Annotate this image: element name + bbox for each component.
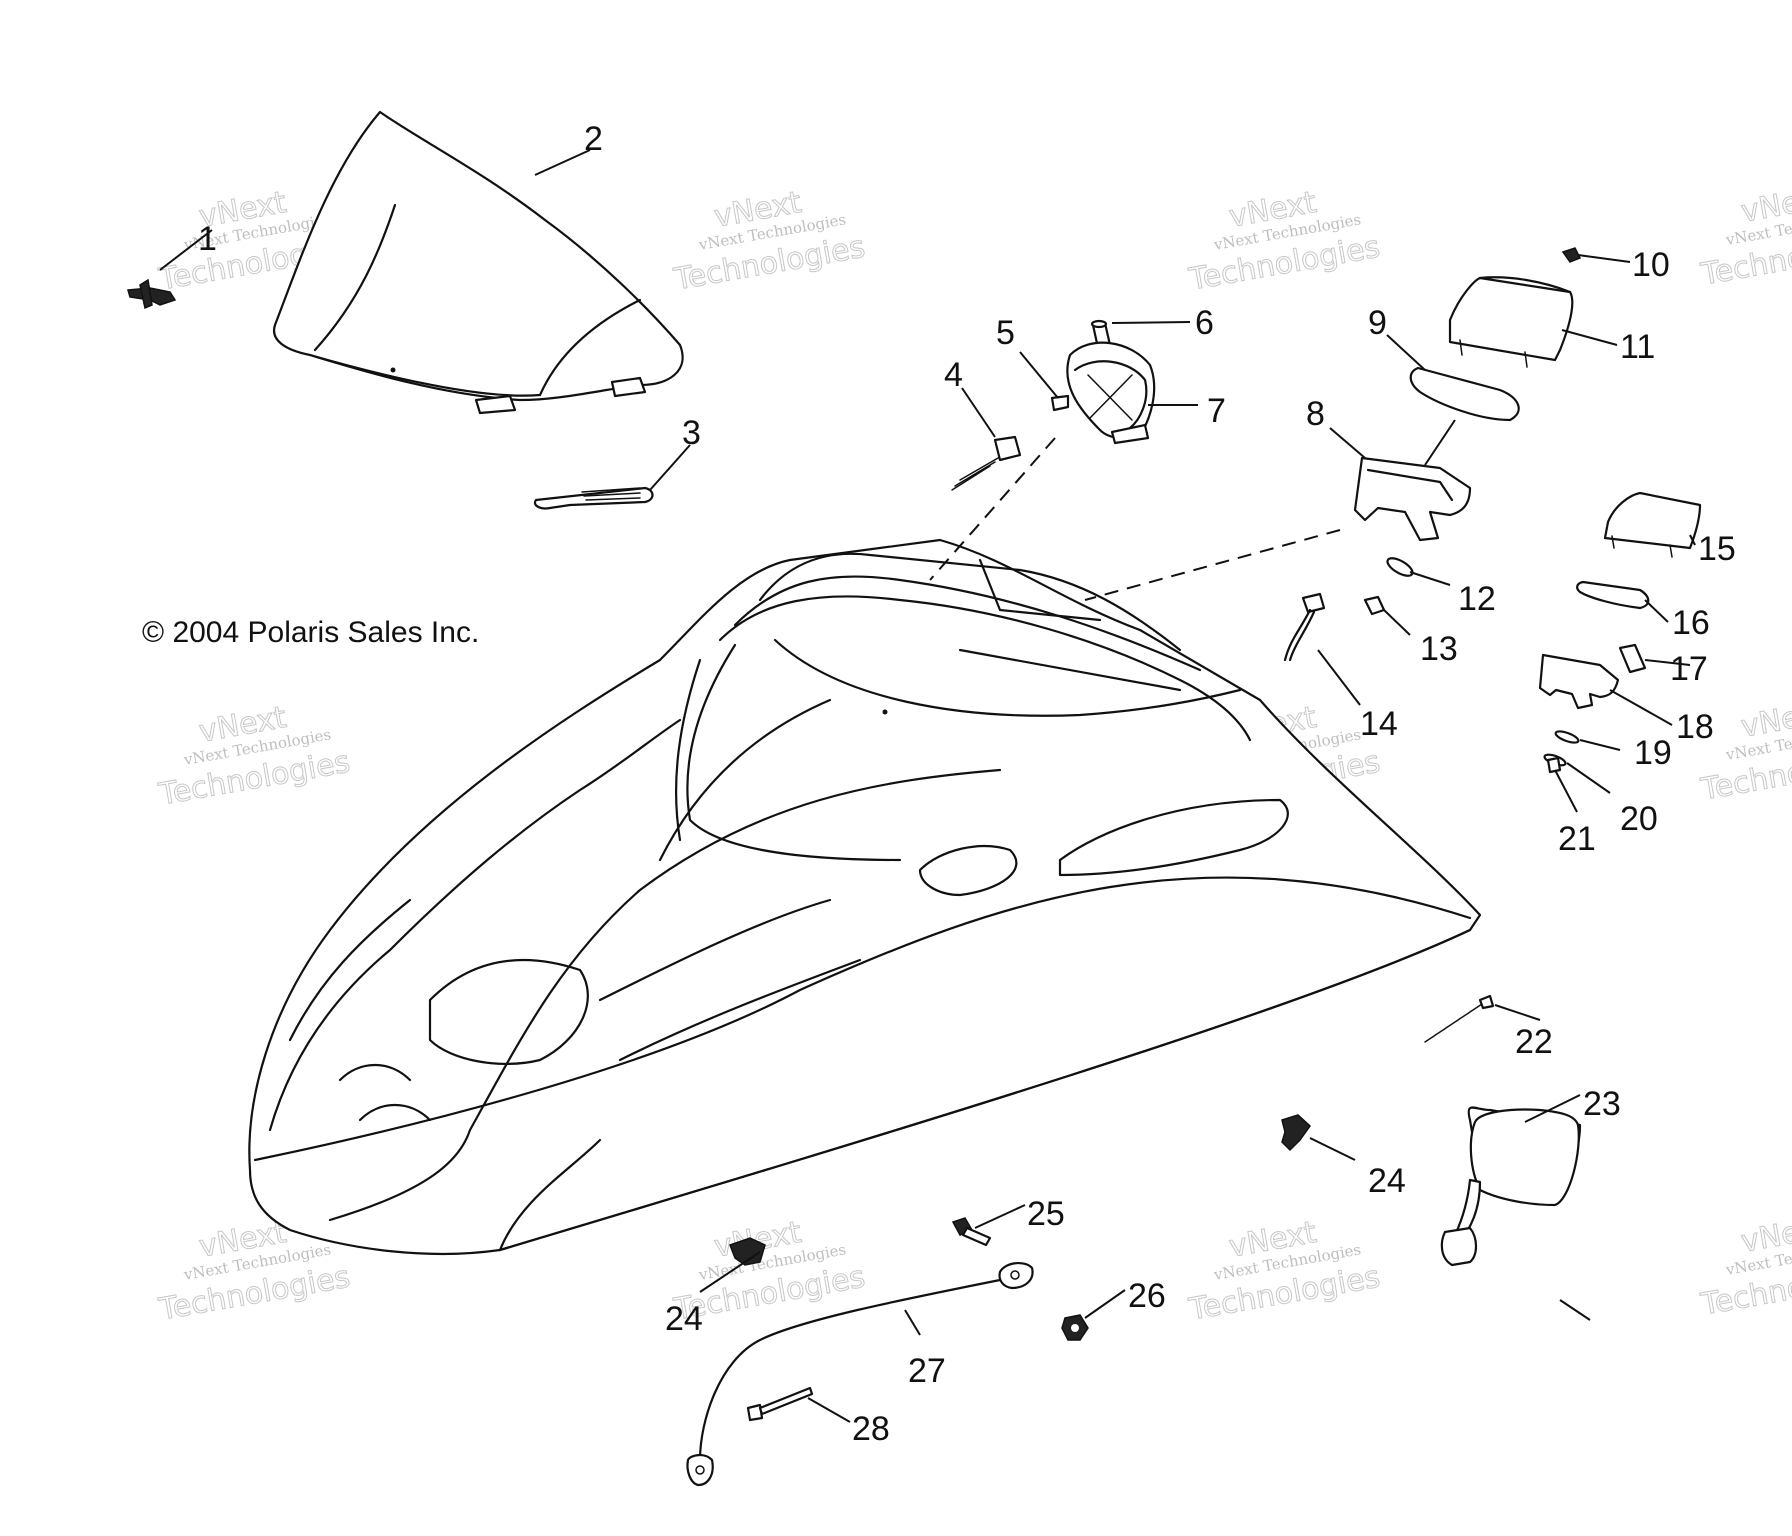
part-9-lens bbox=[1409, 366, 1520, 422]
part-2-windshield bbox=[272, 110, 684, 415]
callout-7: 7 bbox=[1207, 392, 1226, 430]
part-17-bulb bbox=[1618, 643, 1647, 674]
callout-19: 19 bbox=[1634, 734, 1672, 772]
watermark: vNext vNext Technologies Technologies bbox=[1697, 1209, 1792, 1323]
part-12-bulb bbox=[1386, 557, 1414, 577]
part-15-tachometer bbox=[1603, 491, 1702, 558]
part-23-mirror bbox=[1440, 1106, 1582, 1267]
callout-24: 24 bbox=[1368, 1162, 1406, 1200]
callout-15: 15 bbox=[1698, 530, 1736, 568]
part-8-bezel bbox=[1353, 456, 1472, 542]
copyright-notice: © 2004 Polaris Sales Inc. bbox=[142, 616, 479, 649]
alignment-line-harness bbox=[929, 437, 1056, 581]
part-13-grommet bbox=[1363, 595, 1386, 616]
callout-25: 25 bbox=[1027, 1195, 1065, 1233]
part-1-push-rivet bbox=[127, 278, 177, 310]
watermark: vNext vNext Technologies Technologies bbox=[1185, 184, 1383, 298]
callout-18: 18 bbox=[1676, 708, 1714, 746]
part-5-gasket bbox=[1050, 394, 1070, 412]
callout-26: 26 bbox=[1128, 1277, 1166, 1315]
callout-5: 5 bbox=[996, 314, 1015, 352]
callout-16: 16 bbox=[1672, 604, 1710, 642]
callout-27: 27 bbox=[908, 1352, 946, 1390]
part-24-clip-lower bbox=[729, 1237, 766, 1266]
callout-13: 13 bbox=[1420, 630, 1458, 668]
callout-9: 9 bbox=[1368, 304, 1387, 342]
part-7-headlight-housing bbox=[1066, 341, 1156, 445]
part-27-tether bbox=[686, 1262, 1034, 1487]
part-26-nut bbox=[1061, 1314, 1089, 1341]
callout-12: 12 bbox=[1458, 580, 1496, 618]
callout-23: 23 bbox=[1583, 1085, 1621, 1123]
alignment-line-gauge bbox=[1084, 529, 1341, 601]
callout-4: 4 bbox=[944, 356, 963, 394]
part-18-bezel bbox=[1538, 653, 1620, 710]
callout-11: 11 bbox=[1620, 328, 1655, 366]
callout-10: 10 bbox=[1632, 246, 1670, 284]
watermark: vNext vNext Technologies Technologies bbox=[1697, 694, 1792, 808]
part-16-lens bbox=[1576, 580, 1650, 610]
part-28-pin bbox=[746, 1386, 814, 1422]
callout-6: 6 bbox=[1195, 304, 1214, 342]
callout-21: 21 bbox=[1558, 820, 1596, 858]
leader-lines bbox=[159, 149, 1696, 1423]
watermark: vNext vNext Technologies Technologies bbox=[1697, 179, 1792, 293]
callout-17: 17 bbox=[1670, 650, 1708, 688]
callout-1: 1 bbox=[198, 220, 217, 258]
callout-28: 28 bbox=[852, 1410, 890, 1448]
part-19-o-ring bbox=[1554, 730, 1580, 744]
callout-14: 14 bbox=[1360, 705, 1398, 743]
callout-2: 2 bbox=[584, 120, 603, 158]
watermark: vNext vNext Technologies Technologies bbox=[1185, 1214, 1383, 1328]
part-22-cable-tie bbox=[1424, 994, 1495, 1043]
watermark: vNext vNext Technologies Technologies bbox=[670, 184, 868, 298]
part-11-speedometer bbox=[1448, 276, 1574, 368]
callout-8: 8 bbox=[1306, 395, 1325, 433]
part-10-nut bbox=[1561, 247, 1582, 263]
callout-labels: 1 2 3 4 5 6 7 8 9 10 11 12 13 14 15 16 1… bbox=[198, 120, 1736, 1448]
callout-24-lower: 24 bbox=[665, 1300, 703, 1338]
part-24-clip bbox=[1281, 1114, 1311, 1152]
callout-20: 20 bbox=[1620, 800, 1658, 838]
part-14-harness bbox=[1283, 592, 1326, 662]
callout-22: 22 bbox=[1515, 1023, 1553, 1061]
part-21-button bbox=[1546, 756, 1562, 774]
watermark: vNext vNext Technologies Technologies bbox=[155, 699, 353, 813]
part-4-connector bbox=[951, 435, 1022, 491]
part-25-bolt bbox=[951, 1217, 992, 1247]
hood bbox=[248, 538, 1482, 1256]
callout-3: 3 bbox=[682, 414, 701, 452]
part-3-retainer bbox=[533, 486, 654, 510]
